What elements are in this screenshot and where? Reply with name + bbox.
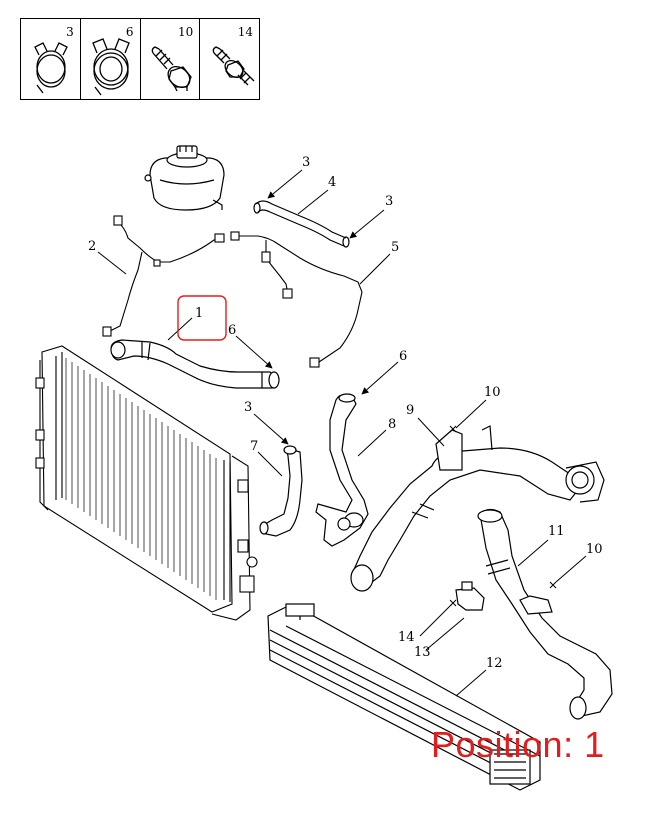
callout-6[interactable]: 6 bbox=[228, 323, 236, 338]
part-4-hose[interactable] bbox=[253, 200, 350, 248]
callout-9[interactable]: 9 bbox=[406, 403, 414, 418]
callout-7[interactable]: 7 bbox=[250, 439, 258, 454]
callout-12[interactable]: 12 bbox=[486, 656, 503, 671]
callout-1[interactable]: 1 bbox=[195, 306, 203, 321]
legend-number: 6 bbox=[125, 25, 134, 39]
part-8-hose[interactable] bbox=[315, 393, 369, 547]
position-label: Position: 1 bbox=[431, 724, 605, 765]
flange-bolt-icon bbox=[151, 46, 192, 92]
hose-clamp-small-icon bbox=[34, 42, 68, 94]
legend-number: 14 bbox=[237, 25, 253, 39]
callout-10[interactable]: 10 bbox=[586, 542, 603, 557]
charge-air-pipe-upper[interactable] bbox=[350, 425, 605, 592]
callout-13[interactable]: 13 bbox=[414, 645, 431, 660]
part-13-sensor[interactable] bbox=[455, 581, 485, 611]
legend-number: 3 bbox=[66, 25, 74, 39]
part-11-charge-air-pipe[interactable] bbox=[477, 508, 613, 720]
stud-bolt-icon bbox=[212, 46, 255, 86]
part-1-radiator-hose[interactable] bbox=[110, 339, 280, 389]
callout-3[interactable]: 3 bbox=[385, 194, 393, 209]
callout-8[interactable]: 8 bbox=[388, 417, 396, 432]
leader-lines bbox=[97, 169, 587, 697]
fastener-legend: 3 6 bbox=[20, 18, 260, 100]
part-5-wiring-harness[interactable] bbox=[230, 231, 363, 368]
callout-14[interactable]: 14 bbox=[398, 630, 415, 645]
part-7-hose[interactable] bbox=[259, 445, 303, 537]
legend-cell-flange-bolt[interactable]: 10 bbox=[141, 19, 201, 99]
expansion-tank[interactable] bbox=[144, 145, 225, 211]
part-2-wiring-harness[interactable] bbox=[102, 215, 225, 337]
callout-11[interactable]: 11 bbox=[548, 524, 565, 539]
callout-5[interactable]: 5 bbox=[391, 240, 399, 255]
legend-cell-clamp-small[interactable]: 3 bbox=[21, 19, 81, 99]
legend-cell-stud-bolt[interactable]: 14 bbox=[200, 19, 259, 99]
selected-callout-highlight bbox=[177, 295, 227, 341]
legend-cell-clamp-large[interactable]: 6 bbox=[81, 19, 141, 99]
callout-2[interactable]: 2 bbox=[88, 239, 96, 254]
callout-3[interactable]: 3 bbox=[244, 400, 252, 415]
part-12-intercooler[interactable] bbox=[267, 603, 541, 791]
callout-labels: 3 4 3 5 2 1 6 6 3 7 8 9 10 11 10 12 14 1… bbox=[88, 155, 603, 671]
callout-3[interactable]: 3 bbox=[302, 155, 310, 170]
callout-10[interactable]: 10 bbox=[484, 385, 501, 400]
callout-6[interactable]: 6 bbox=[399, 349, 407, 364]
bolt-markers bbox=[449, 425, 557, 607]
legend-number: 10 bbox=[177, 25, 194, 39]
hose-clamp-large-icon bbox=[91, 38, 130, 96]
callout-4[interactable]: 4 bbox=[328, 175, 336, 190]
radiator[interactable] bbox=[35, 345, 258, 621]
